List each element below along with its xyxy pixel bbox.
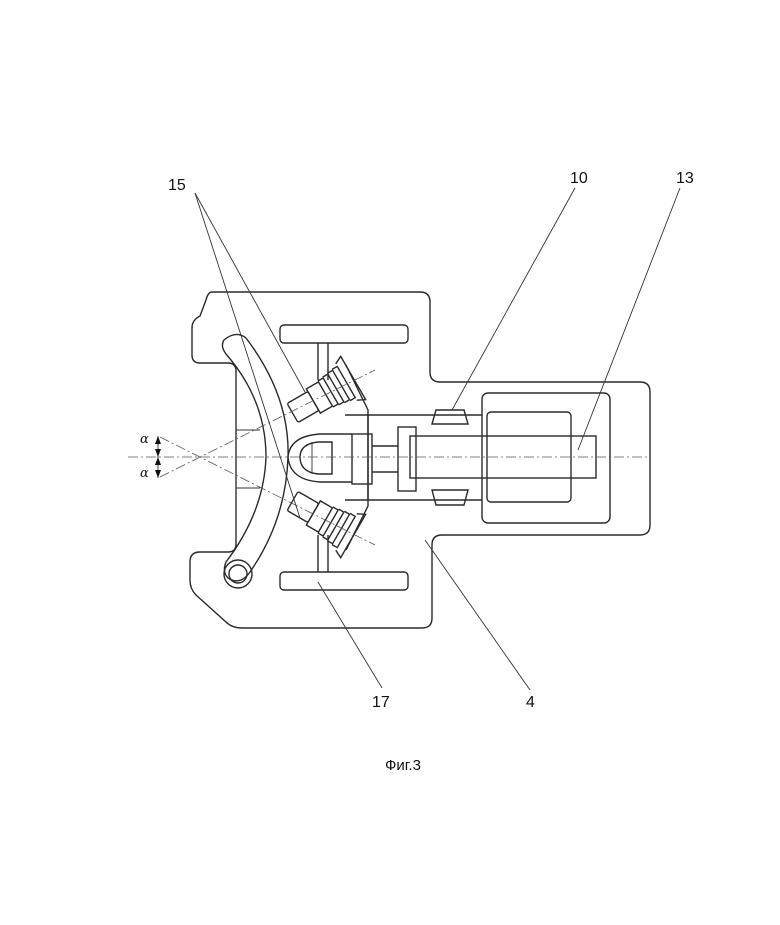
clamp-top [432,410,468,424]
curved-reflector [222,334,288,580]
leader-15b [195,193,300,518]
clamp-bottom [432,490,468,505]
leader-4 [425,540,530,690]
slide-block-1 [352,434,372,484]
camera-mount-frame [346,365,368,550]
upper-camera-axis [160,370,375,477]
lower-camera-axis [160,437,375,545]
leader-17 [318,582,382,688]
label-10: 10 [570,170,588,187]
alpha-arrow-3 [155,457,161,465]
leader-10 [452,188,575,410]
alpha-label-top: α [140,432,149,447]
upper-track [280,325,408,343]
lower-track [280,572,408,590]
body-outline [190,292,650,628]
holder-cup-outer [288,434,352,482]
alpha-arrow-2 [155,449,161,457]
label-15: 15 [168,177,186,194]
label-13: 13 [676,170,694,187]
leader-13 [578,188,680,450]
carriage-plate [345,415,482,500]
alpha-label-bottom: α [140,466,149,481]
holder-cup-inner [300,442,332,474]
label-4: 4 [526,694,535,711]
label-17: 17 [372,694,390,711]
figure-caption: Фиг.3 [385,757,421,774]
